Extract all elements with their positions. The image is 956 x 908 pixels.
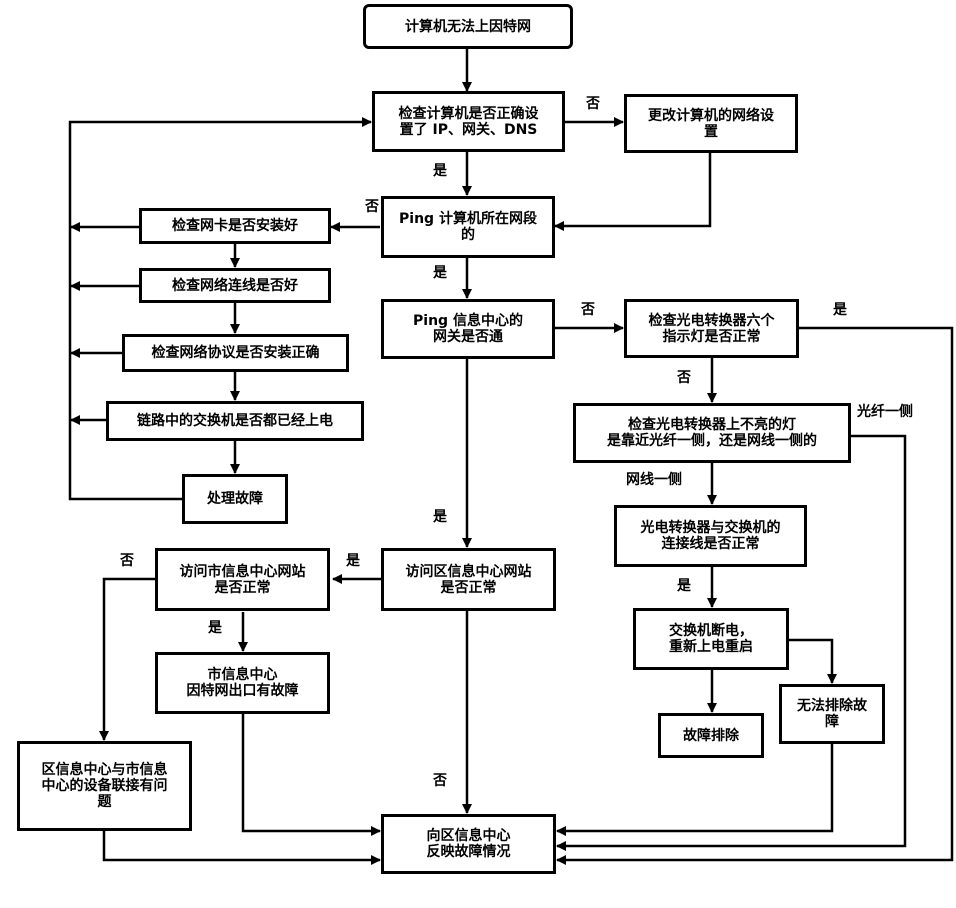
- node-check-converter-lights: 检查光电转换器六个 指示灯是否正常: [624, 299, 799, 358]
- label-city-yes: 是: [208, 620, 222, 636]
- label-district-yes: 是: [346, 553, 360, 569]
- edge-fiber-side: [556, 434, 907, 851]
- node-visit-district: 访问区信息中心网站 是否正常: [381, 548, 556, 611]
- node-link-problem: 区信息中心与市信息 中心的设备联接有问 题: [17, 741, 192, 831]
- node-fault-cleared: 故障排除: [658, 713, 764, 758]
- node-cannot-clear: 无法排除故 障: [779, 684, 885, 744]
- label-lights-no: 否: [677, 370, 691, 386]
- label-ip-yes: 是: [433, 163, 447, 179]
- label-gateway-yes: 是: [433, 509, 447, 525]
- label-district-no: 否: [433, 773, 447, 789]
- node-start: 计算机无法上因特网: [363, 4, 573, 49]
- edge-city-exit-to-report: [241, 714, 381, 836]
- node-ping-gateway: Ping 信息中心的 网关是否通: [381, 299, 555, 359]
- node-check-ip: 检查计算机是否正确设 置了 IP、网关、DNS: [372, 91, 565, 152]
- label-lights-yes: 是: [833, 302, 847, 318]
- label-city-no: 否: [120, 553, 134, 569]
- label-segment-yes: 是: [433, 265, 447, 281]
- edge-cannot-to-report: [556, 744, 834, 836]
- label-gateway-no: 否: [581, 302, 595, 318]
- edge-restart-to-cannot: [789, 638, 837, 684]
- edge-city-no: [99, 577, 155, 741]
- label-segment-no: 否: [365, 199, 379, 215]
- node-check-nic: 检查网卡是否安装好: [139, 208, 331, 244]
- label-fiber-side: 光纤一侧: [857, 404, 913, 420]
- node-check-protocol: 检查网络协议是否安装正确: [122, 334, 349, 372]
- node-report: 向区信息中心 反映故障情况: [381, 814, 556, 874]
- node-visit-city: 访问市信息中心网站 是否正常: [155, 548, 330, 611]
- node-ping-segment: Ping 计算机所在网段 的: [381, 196, 555, 258]
- label-ip-no: 否: [586, 96, 600, 112]
- label-converter-cable-yes: 是: [677, 578, 691, 594]
- node-city-exit-fault: 市信息中心 因特网出口有故障: [155, 652, 330, 714]
- node-change-settings: 更改计算机的网络设 置: [624, 94, 798, 153]
- edge-handle-loop: [68, 117, 372, 501]
- node-check-switch-power: 链路中的交换机是否都已经上电: [106, 401, 364, 441]
- edge-lights-yes: [556, 326, 954, 865]
- node-handle-fault: 处理故障: [182, 474, 288, 524]
- edge-link-to-report: [102, 831, 381, 865]
- node-check-cable: 检查网络连线是否好: [139, 268, 331, 303]
- label-cable-side: 网线一侧: [626, 472, 682, 488]
- node-check-converter-cable: 光电转换器与交换机的 连接线是否正常: [614, 505, 807, 567]
- edge-change-to-ping-segment: [554, 153, 712, 231]
- node-check-unlit-side: 检查光电转换器上不亮的灯 是靠近光纤一侧，还是网线一侧的: [573, 403, 851, 463]
- node-switch-restart: 交换机断电， 重新上电重启: [633, 608, 789, 670]
